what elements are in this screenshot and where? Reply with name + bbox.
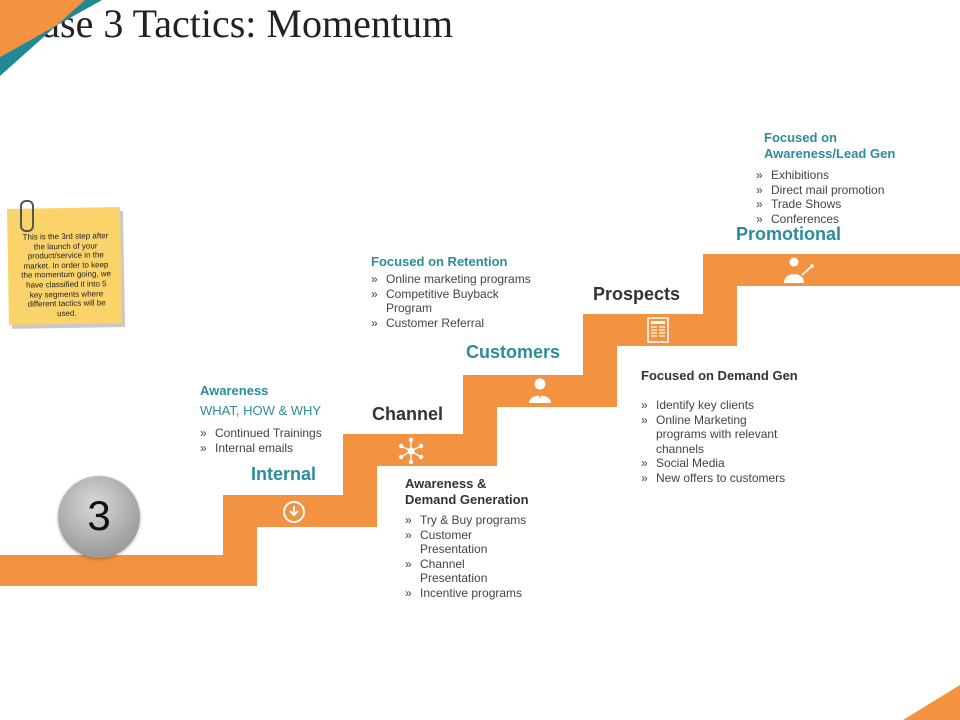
step-label-internal: Internal (251, 464, 317, 484)
step-number: 3 (87, 492, 111, 539)
person-icon (529, 378, 551, 403)
list-item: Exhibitions (756, 168, 926, 183)
step-label-promotional: Promotional (736, 224, 842, 244)
paperclip-icon (20, 200, 34, 232)
newspaper-icon (647, 317, 669, 343)
promotional-heading: Focused on Awareness/Lead Gen (764, 130, 895, 162)
channel-heading-line: Demand Generation (405, 492, 529, 507)
list-item: Continued Trainings (200, 426, 350, 441)
list-item: Channel Presentation (405, 557, 510, 586)
customers-bullets: Online marketing programs Competitive Bu… (371, 272, 541, 330)
list-item: Customer Presentation (405, 528, 510, 557)
channel-heading: Awareness & Demand Generation (405, 476, 529, 508)
step-label-prospects: Prospects (593, 284, 681, 304)
promotional-bullets: Exhibitions Direct mail promotion Trade … (756, 168, 926, 226)
list-item: Direct mail promotion (756, 183, 926, 198)
download-circle-icon (283, 501, 305, 523)
promotional-heading-line: Awareness/Lead Gen (764, 146, 896, 161)
list-item: Competitive Buyback Program (371, 287, 511, 316)
promotional-heading-line: Focused on (764, 130, 837, 145)
list-item: Online marketing programs (371, 272, 541, 287)
prospects-heading: Focused on Demand Gen (641, 368, 798, 383)
network-hub-icon (398, 437, 424, 465)
internal-bullets: Continued Trainings Internal emails (200, 426, 350, 455)
list-item: Social Media (641, 456, 791, 471)
customers-heading: Focused on Retention (371, 254, 508, 269)
list-item: New offers to customers (641, 471, 791, 486)
channel-heading-line: Awareness & (405, 476, 487, 491)
list-item: Online Marketing programs with relevant … (641, 413, 791, 457)
list-item: Incentive programs (405, 586, 545, 601)
list-item: Trade Shows (756, 197, 926, 212)
step-label-channel: Channel (372, 404, 444, 424)
presenter-icon (784, 257, 814, 283)
list-item: Conferences (756, 212, 926, 227)
internal-subheading: WHAT, HOW & WHY (200, 403, 322, 418)
list-item: Identify key clients (641, 398, 791, 413)
corner-decoration-bottom-right (903, 685, 960, 720)
channel-bullets: Try & Buy programs Customer Presentation… (405, 513, 545, 600)
step-label-customers: Customers (466, 342, 561, 362)
step-number-circle: 3 (58, 476, 140, 558)
internal-heading: Awareness (200, 383, 269, 398)
corner-decoration-top-left (0, 0, 102, 76)
list-item: Internal emails (200, 441, 350, 456)
sticky-note-text: This is the 3rd step after the launch of… (21, 231, 112, 318)
list-item: Try & Buy programs (405, 513, 545, 528)
prospects-bullets: Identify key clients Online Marketing pr… (641, 398, 791, 485)
list-item: Customer Referral (371, 316, 541, 331)
